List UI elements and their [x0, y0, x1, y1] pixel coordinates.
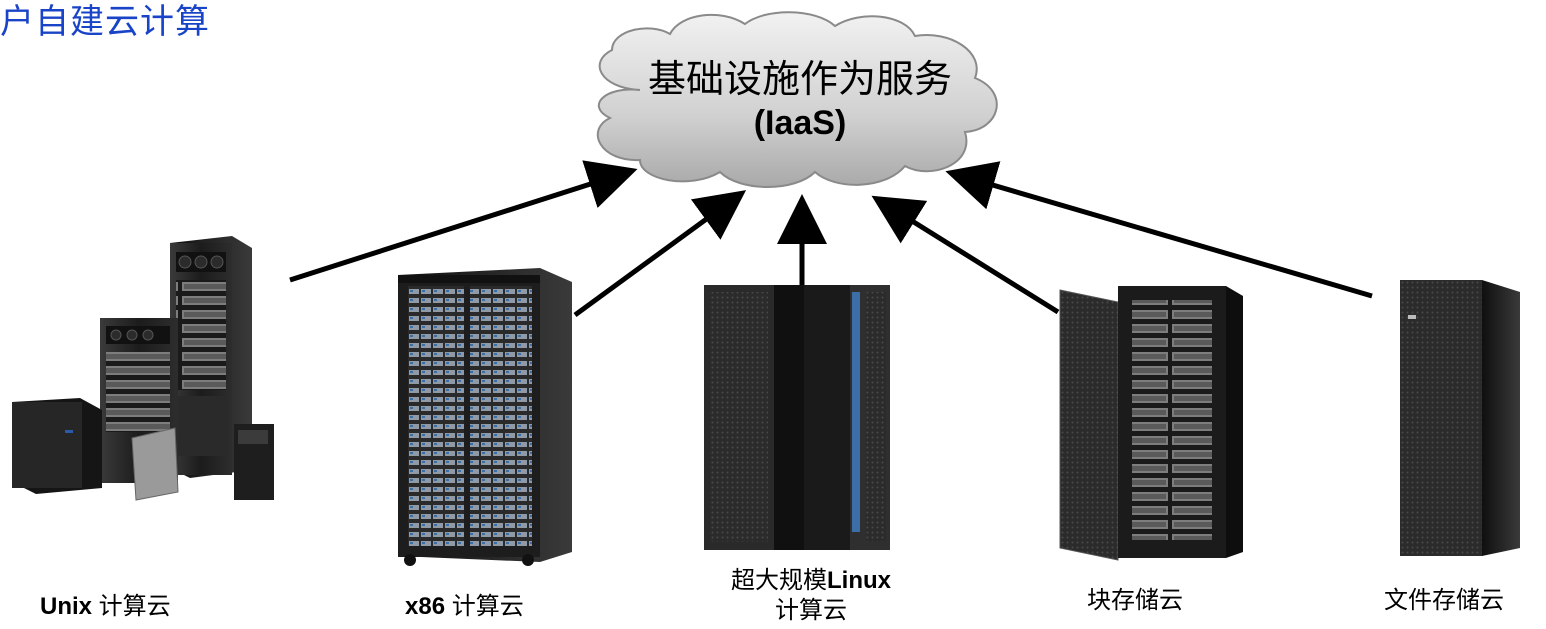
block-storage-rack-icon: [1059, 286, 1243, 561]
iaas-cloud: [596, 11, 998, 188]
arrow-file: [945, 161, 1373, 299]
x86-rack-icon: [398, 268, 572, 566]
node-label-text: 计算云: [92, 593, 171, 620]
file-storage-rack-icon: [1400, 280, 1520, 556]
arrow-unix: [289, 160, 638, 283]
node-label-block-storage: 块存储云: [1087, 587, 1183, 614]
node-label-text: 计算云: [445, 593, 524, 620]
arrows: [289, 160, 1373, 318]
arrow-block: [871, 195, 1060, 315]
node-label-unix: Unix 计算云: [40, 592, 171, 622]
node-label-bold: Linux: [827, 567, 891, 594]
node-label-text: 超大规模: [731, 567, 827, 594]
node-label-line2: 计算云: [775, 597, 847, 624]
unix-server-group-icon: [12, 236, 274, 501]
cloud-subtitle: (IaaS): [753, 104, 847, 142]
iaas-cloud-label: 基础设施作为服务 (IaaS): [590, 56, 1010, 144]
mainframe-icon: [704, 285, 890, 550]
cloud-title: 基础设施作为服务: [647, 57, 952, 101]
node-label-linux: 超大规模Linux 计算云: [706, 566, 916, 626]
node-label-file-storage: 文件存储云: [1384, 587, 1504, 614]
page-title: 户自建云计算: [0, 2, 210, 42]
node-label-bold: x86: [405, 593, 446, 620]
node-label-bold: Unix: [40, 593, 93, 620]
node-label-x86: x86 计算云: [405, 592, 524, 622]
arrow-x86: [573, 190, 747, 318]
